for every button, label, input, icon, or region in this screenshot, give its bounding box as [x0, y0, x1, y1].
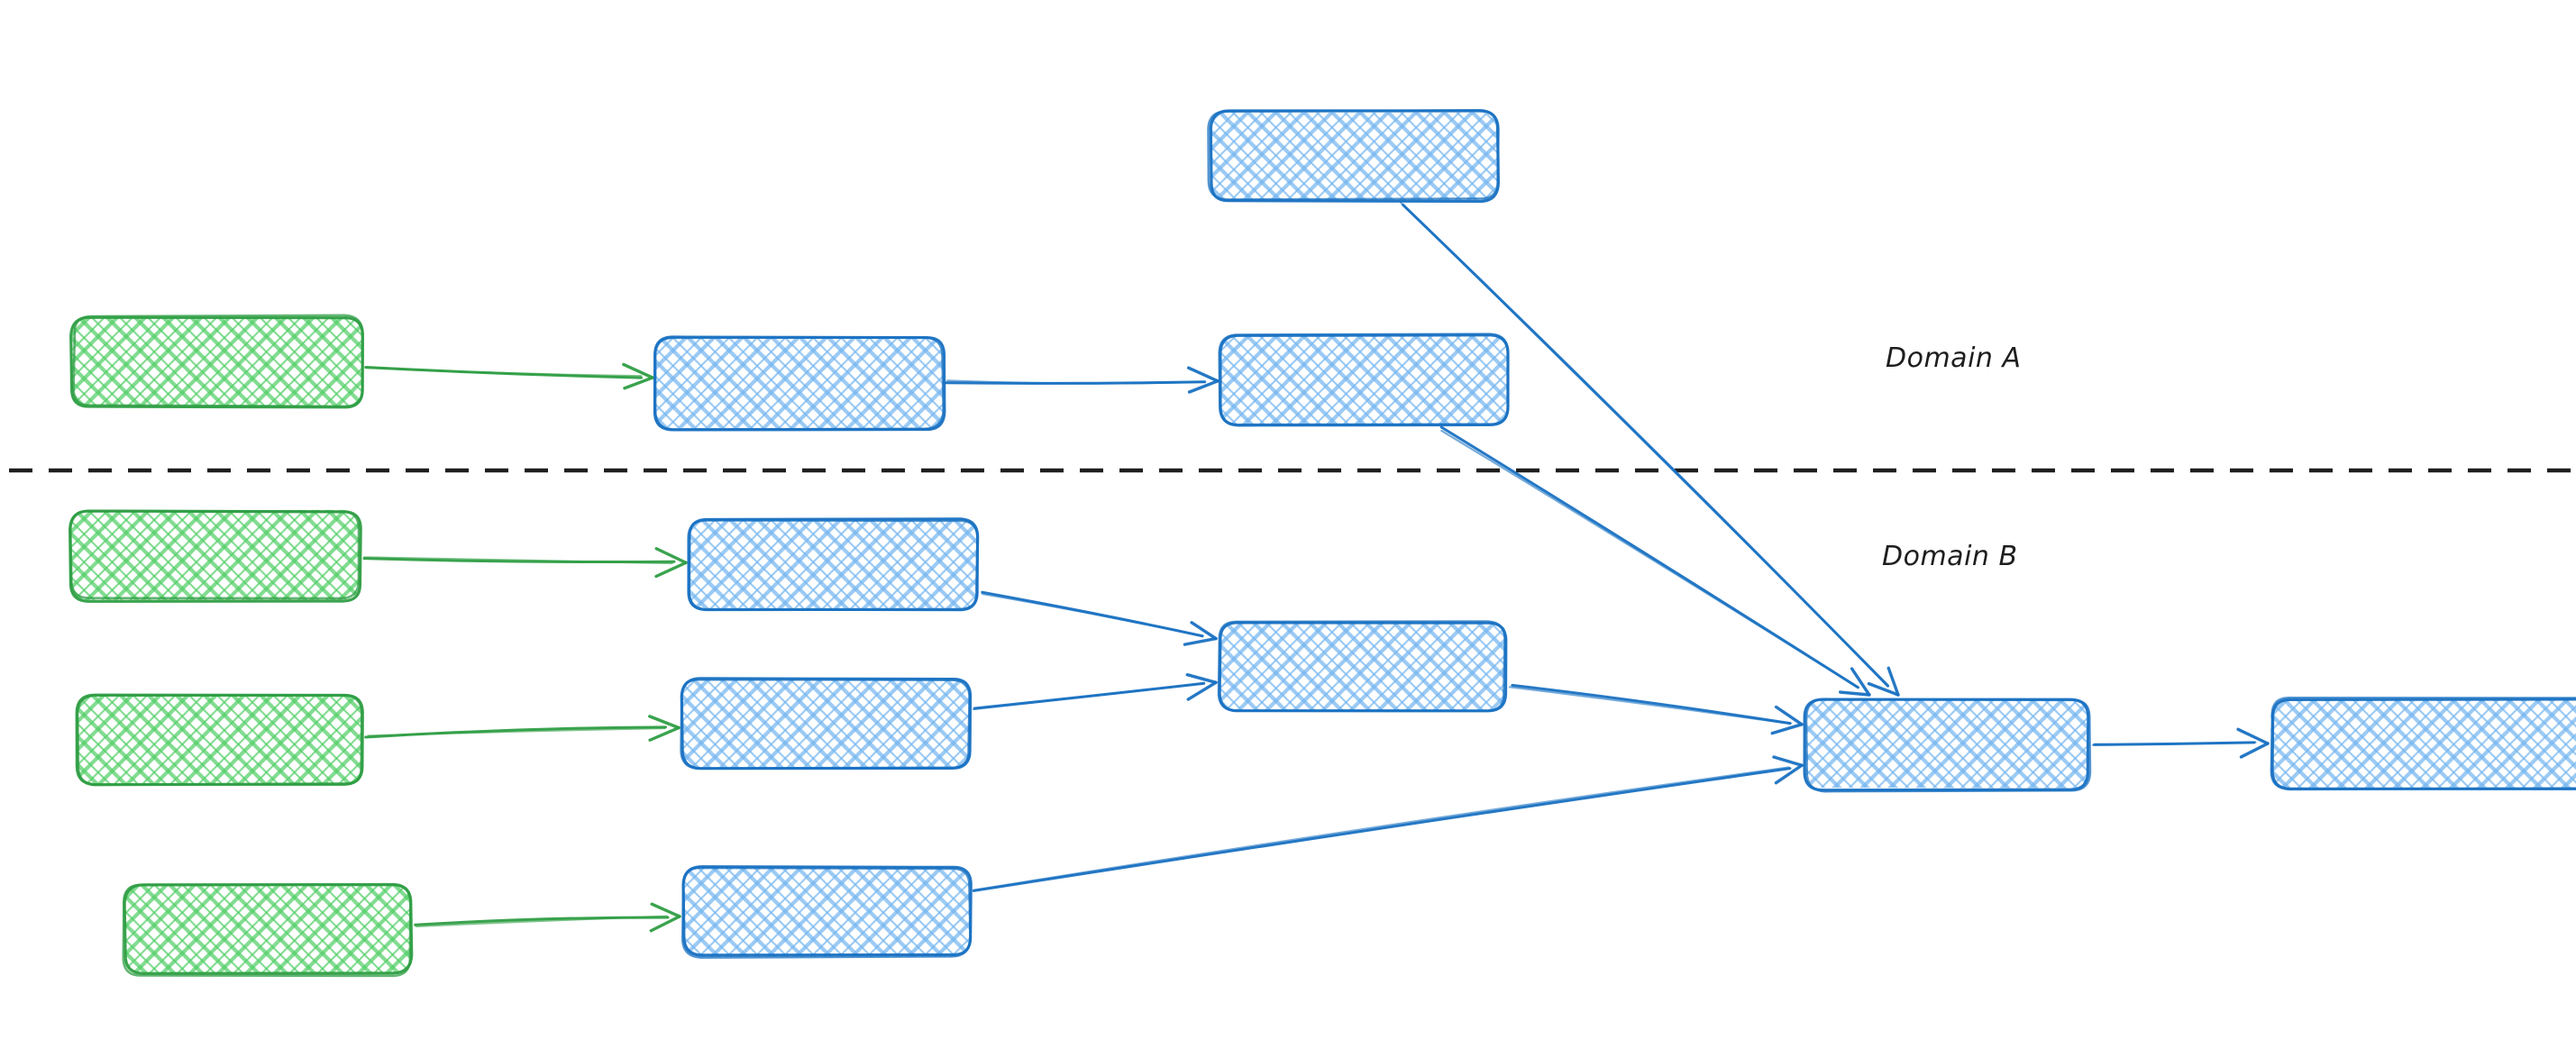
edge-e6: [364, 715, 681, 742]
domain-a-label: Domain A: [1886, 342, 2022, 374]
node-n-b-hub[interactable]: [1217, 620, 1508, 713]
edge-e9: [972, 672, 1218, 711]
edge-e2: [944, 366, 1219, 394]
edge-e11: [972, 755, 1804, 892]
edge-e8: [981, 590, 1218, 646]
edge-e3: [1400, 201, 1900, 697]
node-n-a-top[interactable]: [1207, 109, 1500, 204]
domain-b-label: Domain B: [1882, 541, 2018, 572]
node-n-b-sink[interactable]: [1803, 698, 2092, 793]
edge-e1: [364, 362, 654, 390]
edge-e4: [1439, 425, 1871, 697]
node-n-b-src3[interactable]: [122, 882, 414, 978]
node-n-a-mid[interactable]: [653, 335, 946, 432]
node-n-b-out[interactable]: [2270, 696, 2576, 791]
node-n-b-mid2[interactable]: [680, 677, 973, 771]
edge-e7: [414, 902, 681, 933]
node-n-a-src[interactable]: [69, 314, 364, 409]
node-n-b-mid1[interactable]: [687, 517, 980, 612]
edge-e12: [2091, 727, 2270, 759]
node-n-b-src1[interactable]: [69, 509, 362, 603]
node-n-b-mid3[interactable]: [681, 865, 973, 959]
node-n-a-right[interactable]: [1218, 333, 1510, 427]
node-n-b-src2[interactable]: [75, 693, 364, 787]
edge-e5: [362, 547, 688, 579]
edge-e10: [1508, 683, 1804, 735]
